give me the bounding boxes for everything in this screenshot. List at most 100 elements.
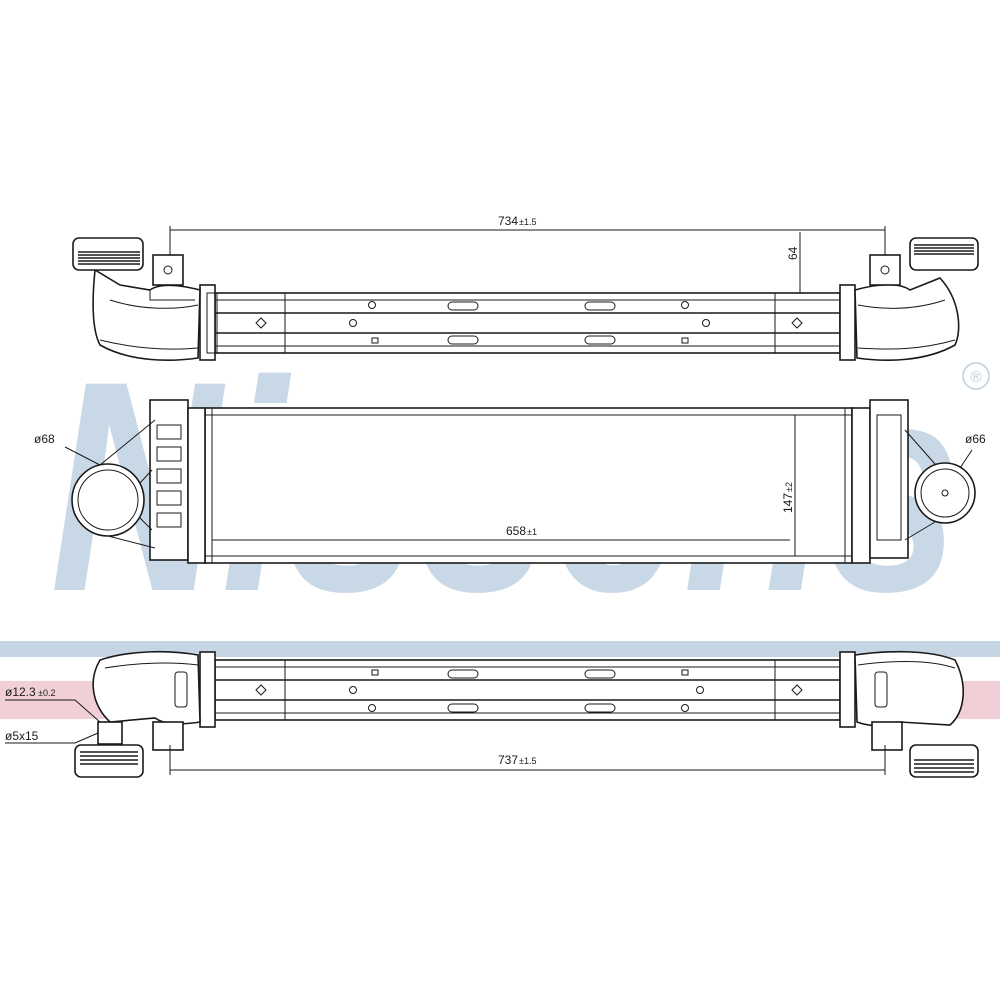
registered-mark-circle xyxy=(962,362,990,390)
right-tank xyxy=(854,650,965,727)
cap-slot xyxy=(156,424,182,440)
top-length-tol: ±1.5 xyxy=(519,217,536,227)
right-bracket xyxy=(869,254,901,286)
notch xyxy=(681,669,689,676)
slot xyxy=(584,669,616,679)
slot xyxy=(584,703,616,713)
front-core xyxy=(204,407,853,564)
slot xyxy=(447,703,479,713)
leader-line xyxy=(74,699,101,723)
outlet-diameter-label: ø66 xyxy=(965,432,986,446)
tank-line xyxy=(149,290,195,301)
slot xyxy=(584,335,616,345)
left-end-cap xyxy=(149,399,189,561)
registered-mark: ® xyxy=(970,369,982,386)
right-tank-flange xyxy=(839,651,856,728)
front-view: 658 ±1 147 ±2 ø68 ø66 xyxy=(34,399,986,564)
bolt-spec-label: ø5x15 xyxy=(5,729,39,743)
tank-line xyxy=(857,661,956,669)
outlet-port-inner xyxy=(920,468,970,518)
left-inlet-collar xyxy=(74,744,144,778)
cap-slot xyxy=(156,446,182,462)
cap-slot xyxy=(156,512,182,528)
hole xyxy=(681,301,689,309)
cap-slot xyxy=(156,468,182,484)
hole xyxy=(368,704,376,712)
slot xyxy=(584,301,616,311)
top-length-label: 734 xyxy=(498,214,518,228)
tank-line xyxy=(99,339,199,350)
inlet-diameter-leader xyxy=(64,446,101,466)
right-tank-flange xyxy=(839,284,856,361)
hole xyxy=(696,686,704,694)
slot xyxy=(447,335,479,345)
top-core xyxy=(214,292,841,354)
tank-line xyxy=(857,299,946,309)
tank-line xyxy=(109,299,199,309)
core-height-label: 147 xyxy=(781,493,795,513)
core-length-tol: ±1 xyxy=(527,527,537,537)
marker xyxy=(791,317,803,329)
right-outlet-ribs xyxy=(914,244,974,255)
left-tank-inner xyxy=(206,292,218,354)
right-outlet-collar xyxy=(909,744,979,778)
hole-spec-tol: ±0.2 xyxy=(38,688,55,698)
inlet-port-inner xyxy=(77,469,139,531)
right-tank xyxy=(854,277,960,361)
bottom-length-label: 737 xyxy=(498,753,518,767)
hole-spec-label: ø12.3 xyxy=(5,685,36,699)
hole xyxy=(681,704,689,712)
leader-line xyxy=(904,429,936,465)
right-outlet-ribs xyxy=(914,759,974,773)
hole xyxy=(349,686,357,694)
left-tank xyxy=(92,650,201,725)
bottom-core xyxy=(214,659,841,721)
tank-line xyxy=(857,339,956,350)
tank-line xyxy=(104,662,199,669)
top-view: 734 ±1.5 64 xyxy=(72,214,979,361)
outlet-port-center xyxy=(941,489,949,497)
cap-slot xyxy=(156,490,182,506)
tank-window xyxy=(874,671,888,708)
marker xyxy=(255,317,267,329)
core-length-label: 658 xyxy=(506,524,526,538)
port-link xyxy=(139,517,153,531)
left-bracket xyxy=(152,254,184,286)
left-end-flange xyxy=(187,407,206,564)
inlet-diameter-label: ø68 xyxy=(34,432,55,446)
left-tank-flange xyxy=(199,651,216,728)
left-inlet-ribs xyxy=(80,751,138,765)
slot xyxy=(447,301,479,311)
notch xyxy=(681,337,689,344)
bracket-height-label: 64 xyxy=(786,246,800,260)
tank-window xyxy=(174,671,188,708)
port-link xyxy=(139,469,153,484)
outlet-port xyxy=(914,462,976,524)
watermark-band-blue xyxy=(0,641,1000,657)
right-end-cap xyxy=(869,399,909,559)
leader-line xyxy=(99,419,156,466)
right-end-flange xyxy=(851,407,871,564)
hole xyxy=(368,301,376,309)
core-height-tol: ±2 xyxy=(784,482,794,492)
bracket-hole xyxy=(163,265,173,275)
inlet-port xyxy=(71,463,145,537)
right-bracket xyxy=(871,721,903,751)
leader-line xyxy=(74,732,99,744)
hole xyxy=(702,319,710,327)
outlet-diameter-leader xyxy=(959,449,973,469)
notch xyxy=(371,337,379,344)
slot xyxy=(447,669,479,679)
left-bracket xyxy=(152,721,184,751)
hole xyxy=(349,319,357,327)
cap-window xyxy=(876,414,902,541)
bolt-boss xyxy=(97,721,123,745)
bottom-length-tol: ±1.5 xyxy=(519,756,536,766)
notch xyxy=(371,669,379,676)
left-inlet-collar xyxy=(72,237,144,271)
marker xyxy=(255,684,267,696)
marker xyxy=(791,684,803,696)
leader-line xyxy=(107,535,156,549)
bracket-hole xyxy=(880,265,890,275)
